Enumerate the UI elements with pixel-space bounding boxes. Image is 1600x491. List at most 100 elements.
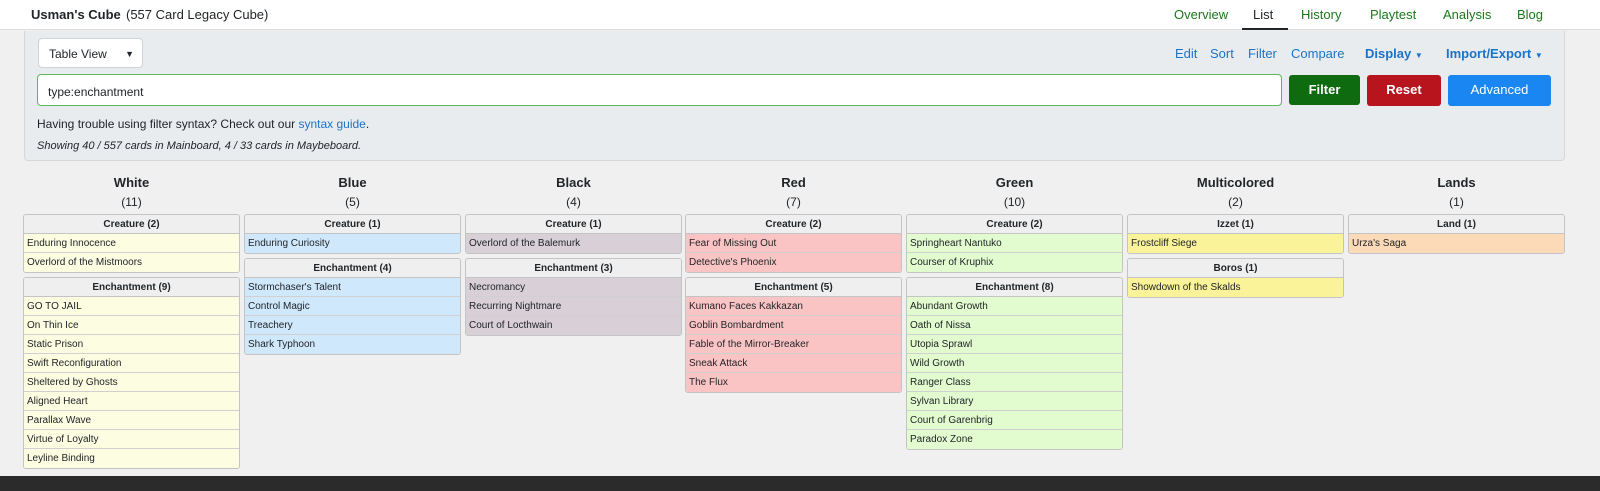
nav-overview[interactable]: Overview [1174,7,1229,22]
card-row[interactable]: Treachery [245,316,460,335]
nav-blog[interactable]: Blog [1517,7,1544,22]
card-row[interactable]: Wild Growth [907,354,1122,373]
filter-input[interactable]: type:enchantment [37,74,1282,106]
cube-subtitle: (557 Card Legacy Cube) [126,7,269,22]
card-row[interactable]: Abundant Growth [907,297,1122,316]
card-row[interactable]: Sylvan Library [907,392,1122,411]
group-header: Creature (1) [466,215,681,234]
group-header: Izzet (1) [1128,215,1343,234]
group-header: Enchantment (5) [686,278,901,297]
card-row[interactable]: Utopia Sprawl [907,335,1122,354]
display-dropdown[interactable]: Display ▼ [1365,46,1423,61]
group-header: Boros (1) [1128,259,1343,278]
column-title: Lands [1437,175,1476,190]
column-title: Green [995,175,1034,190]
column-count: (10) [1003,195,1026,209]
card-row[interactable]: GO TO JAIL [24,297,239,316]
card-row[interactable]: Swift Reconfiguration [24,354,239,373]
column-lands: Lands(1)Land (1)Urza's Saga [1348,174,1565,258]
import-export-label: Import/Export [1446,46,1532,61]
card-row[interactable]: Recurring Nightmare [466,297,681,316]
card-row[interactable]: Ranger Class [907,373,1122,392]
card-row[interactable]: Overlord of the Mistmoors [24,253,239,272]
group-header: Enchantment (9) [24,278,239,297]
column-count: (5) [345,195,360,209]
card-row[interactable]: Sheltered by Ghosts [24,373,239,392]
column-title: Blue [338,175,367,190]
card-row[interactable]: Goblin Bombardment [686,316,901,335]
card-group: Izzet (1)Frostcliff Siege [1127,214,1344,254]
filter-link[interactable]: Filter [1248,46,1277,61]
card-row[interactable]: Sneak Attack [686,354,901,373]
card-row[interactable]: Court of Garenbrig [907,411,1122,430]
column-title: White [113,175,150,190]
filter-button[interactable]: Filter [1289,75,1360,105]
caret-down-icon: ▼ [1414,51,1423,60]
active-nav-indicator [1242,28,1288,30]
nav-playtest[interactable]: Playtest [1370,7,1417,22]
card-row[interactable]: The Flux [686,373,901,392]
card-row[interactable]: Fable of the Mirror-Breaker [686,335,901,354]
top-navbar: Usman's Cube (557 Card Legacy Cube) Over… [0,0,1600,30]
card-row[interactable]: Necromancy [466,278,681,297]
group-header: Enchantment (3) [466,259,681,278]
card-row[interactable]: Oath of Nissa [907,316,1122,335]
card-group: Creature (1)Enduring Curiosity [244,214,461,254]
card-row[interactable]: Aligned Heart [24,392,239,411]
card-row[interactable]: Overlord of the Balemurk [466,234,681,253]
cube-name[interactable]: Usman's Cube [31,7,121,22]
card-row[interactable]: Showdown of the Skalds [1128,278,1343,297]
card-row[interactable]: Kumano Faces Kakkazan [686,297,901,316]
display-label: Display [1365,46,1412,61]
nav-analysis[interactable]: Analysis [1443,7,1492,22]
card-row[interactable]: Control Magic [245,297,460,316]
card-row[interactable]: Enduring Innocence [24,234,239,253]
card-row[interactable]: Static Prison [24,335,239,354]
filter-help: Having trouble using filter syntax? Chec… [37,117,369,131]
advanced-button[interactable]: Advanced [1448,75,1551,106]
reset-button[interactable]: Reset [1367,75,1441,106]
card-row[interactable]: Virtue of Loyalty [24,430,239,449]
card-row[interactable]: Springheart Nantuko [907,234,1122,253]
card-row[interactable]: Fear of Missing Out [686,234,901,253]
taskbar [0,476,1600,491]
card-row[interactable]: Enduring Curiosity [245,234,460,253]
card-row[interactable]: Urza's Saga [1349,234,1564,253]
view-select-value: Table View [49,47,107,61]
edit-link[interactable]: Edit [1175,46,1198,61]
group-header: Creature (2) [686,215,901,234]
card-row[interactable]: Detective's Phoenix [686,253,901,272]
syntax-guide-link[interactable]: syntax guide [298,117,366,131]
card-row[interactable]: Leyline Binding [24,449,239,468]
card-row[interactable]: Stormchaser's Talent [245,278,460,297]
card-row[interactable]: Shark Typhoon [245,335,460,354]
view-select[interactable]: Table View ▼ [38,38,143,68]
card-row[interactable]: Parallax Wave [24,411,239,430]
card-row[interactable]: Paradox Zone [907,430,1122,449]
column-title: Black [556,175,591,190]
column-green: Green (10) Creature (2)Springheart Nantuko… [906,174,1123,454]
nav-list[interactable]: List [1253,7,1274,22]
compare-link[interactable]: Compare [1291,46,1345,61]
card-row[interactable]: Courser of Kruphix [907,253,1122,272]
card-row[interactable]: Frostcliff Siege [1128,234,1343,253]
filter-help-end: . [365,117,370,131]
card-row[interactable]: On Thin Ice [24,316,239,335]
import-export-dropdown[interactable]: Import/Export ▼ [1446,46,1543,61]
sort-link[interactable]: Sort [1210,46,1234,61]
column-title: Multicolored [1196,175,1275,190]
card-group: Creature (1)Overlord of the Balemurk [465,214,682,254]
nav-history[interactable]: History [1301,7,1342,22]
caret-down-icon: ▼ [1534,51,1543,60]
card-row[interactable]: Court of Locthwain [466,316,681,335]
filter-help-text: Having trouble using filter syntax? Chec… [37,117,299,131]
